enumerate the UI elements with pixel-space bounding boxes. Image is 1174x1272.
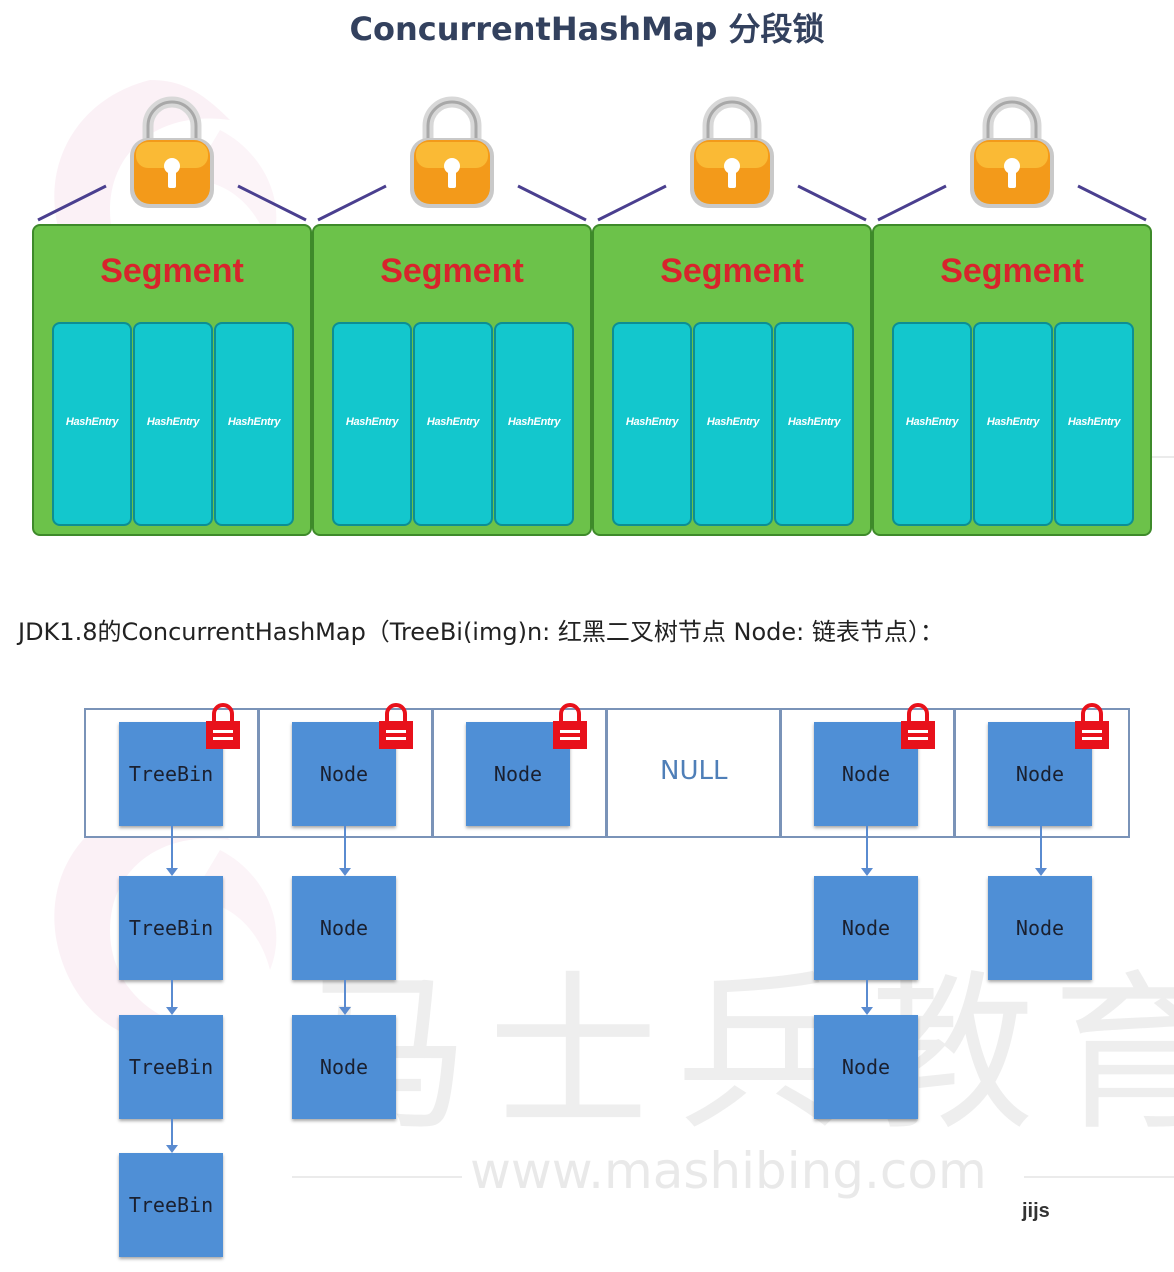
bucket-divider (779, 708, 782, 838)
segment-label: Segment (660, 252, 804, 290)
hash-entry: HashEntry (892, 322, 972, 526)
segment-label: Segment (380, 252, 524, 290)
hash-entry-label: HashEntry (227, 416, 281, 428)
node-label: TreeBin (128, 1193, 214, 1217)
hash-entry-label: HashEntry (787, 416, 841, 428)
bucket-divider (257, 708, 260, 838)
red-lock-icon (206, 703, 240, 749)
node-label: TreeBin (128, 762, 214, 786)
link-arrow (166, 1119, 178, 1153)
link-arrow (166, 826, 178, 876)
hash-entry-label: HashEntry (65, 416, 119, 428)
treebin-node: TreeBin (119, 722, 223, 826)
link-arrow (861, 980, 873, 1015)
hash-entry: HashEntry (332, 322, 412, 526)
lock-connectors (37, 184, 1147, 222)
red-lock-icon (901, 703, 935, 749)
watermark-url-bottom: www.mashibing.com (470, 1142, 987, 1200)
list-node: Node (988, 876, 1092, 980)
watermark-line-left-bottom (292, 1176, 462, 1178)
link-arrow (1035, 826, 1047, 876)
treebin-node: TreeBin (119, 1015, 223, 1119)
node-label: Node (841, 1055, 891, 1079)
segment-label: Segment (100, 252, 244, 290)
jdk8-caption: JDK1.8的ConcurrentHashMap（TreeBi(img)n: 红… (18, 618, 944, 646)
list-node: Node (814, 722, 918, 826)
hash-entry-label: HashEntry (625, 416, 679, 428)
hash-entry-label: HashEntry (1067, 416, 1121, 428)
node-label: TreeBin (128, 916, 214, 940)
node-label: Node (1015, 916, 1065, 940)
hash-entry-label: HashEntry (986, 416, 1040, 428)
diagram-title: ConcurrentHashMap 分段锁 (349, 10, 825, 48)
bucket-divider (431, 708, 434, 838)
treebin-node: TreeBin (119, 876, 223, 980)
node-label: TreeBin (128, 1055, 214, 1079)
hash-entry-label: HashEntry (426, 416, 480, 428)
segment-label: Segment (940, 252, 1084, 290)
padlock-icon (970, 96, 1054, 208)
list-node: Node (814, 1015, 918, 1119)
bucket-divider (605, 708, 608, 838)
link-arrow (861, 826, 873, 876)
link-arrow (166, 980, 178, 1015)
list-node: Node (466, 722, 570, 826)
padlock-icon (410, 96, 494, 208)
padlock-icon (130, 96, 214, 208)
link-arrow (339, 826, 351, 876)
red-lock-icon (1075, 703, 1109, 749)
hash-entry: HashEntry (133, 322, 213, 526)
red-lock-icon (553, 703, 587, 749)
bucket-divider (953, 708, 956, 838)
node-label: Node (319, 762, 369, 786)
list-node: Node (814, 876, 918, 980)
node-label: Node (319, 916, 369, 940)
hash-entry-label: HashEntry (146, 416, 200, 428)
node-label: Node (841, 916, 891, 940)
hash-entry-label: HashEntry (706, 416, 760, 428)
hash-entry-label: HashEntry (507, 416, 561, 428)
padlock-icon (690, 96, 774, 208)
node-label: Node (493, 762, 543, 786)
list-node: Node (292, 1015, 396, 1119)
node-label: Node (841, 762, 891, 786)
hash-entry: HashEntry (494, 322, 574, 526)
red-lock-icon (379, 703, 413, 749)
hash-entry-label: HashEntry (905, 416, 959, 428)
hash-entry: HashEntry (413, 322, 493, 526)
treebin-node: TreeBin (119, 1153, 223, 1257)
hash-entry: HashEntry (973, 322, 1053, 526)
hash-entry: HashEntry (214, 322, 294, 526)
hash-entry: HashEntry (774, 322, 854, 526)
list-node: Node (988, 722, 1092, 826)
list-node: Node (292, 722, 396, 826)
hash-entry: HashEntry (52, 322, 132, 526)
list-node: Node (292, 876, 396, 980)
null-bucket-label: NULL (660, 756, 728, 786)
hash-entry: HashEntry (1054, 322, 1134, 526)
author-signature: jijs (1022, 1200, 1050, 1222)
hash-entry-label: HashEntry (345, 416, 399, 428)
link-arrow (339, 980, 351, 1015)
watermark-line-right-bottom (1024, 1176, 1174, 1178)
node-label: Node (1015, 762, 1065, 786)
node-label: Node (319, 1055, 369, 1079)
watermark-brand-bottom: 马士兵教育 (300, 956, 1174, 1154)
hash-entry: HashEntry (693, 322, 773, 526)
hash-entry: HashEntry (612, 322, 692, 526)
